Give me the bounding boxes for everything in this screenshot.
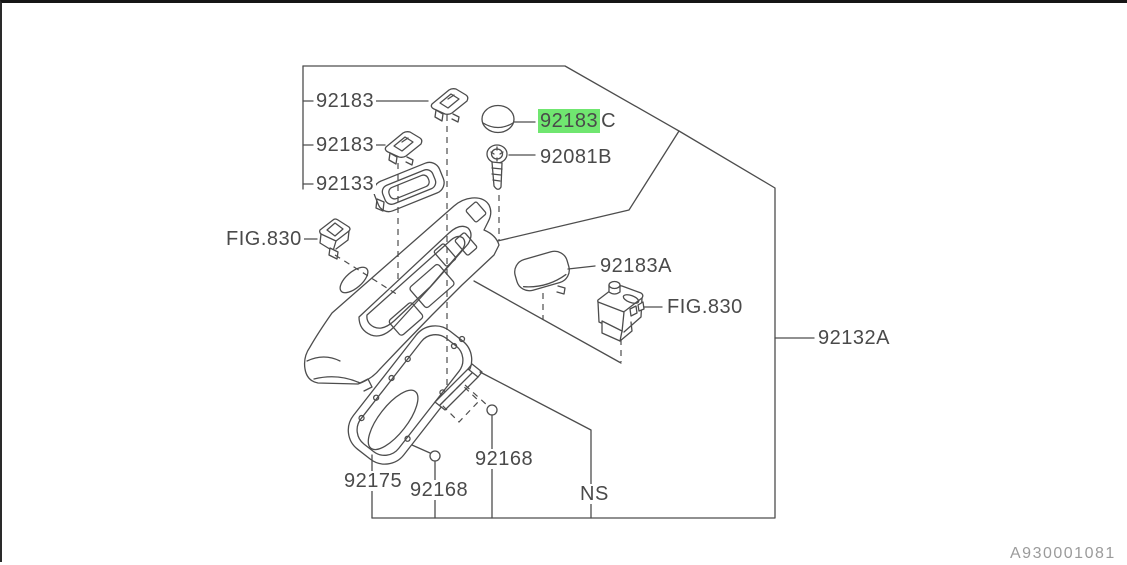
switch-left-drawing bbox=[319, 218, 351, 260]
figure-ref-830-right[interactable]: FIG.830 bbox=[665, 296, 745, 318]
switch-right-drawing bbox=[597, 280, 645, 342]
bracket-drawing bbox=[434, 363, 483, 411]
part-label-92132a[interactable]: 92132A bbox=[816, 327, 892, 349]
assembly-bracket-lines bbox=[302, 65, 815, 519]
console-panel-drawing bbox=[303, 197, 500, 392]
cap-drawing bbox=[481, 104, 515, 134]
part-number-suffix: C bbox=[601, 110, 617, 132]
clip-a-drawing bbox=[430, 88, 469, 123]
figure-ref-830-left[interactable]: FIG.830 bbox=[224, 228, 304, 250]
part-label-92168-first[interactable]: 92168 bbox=[408, 479, 471, 501]
label-ns: NS bbox=[578, 483, 611, 505]
dashed-guide-lines bbox=[334, 115, 622, 423]
part-label-92081b[interactable]: 92081B bbox=[538, 146, 614, 168]
part-label-92183a[interactable]: 92183A bbox=[598, 255, 674, 277]
clip-b-drawing bbox=[384, 131, 423, 166]
parts-diagram-canvas bbox=[298, 65, 815, 519]
part-label-92183-clip-b[interactable]: 92183 bbox=[314, 134, 377, 156]
screw-drawing bbox=[486, 144, 508, 190]
lid-drawing bbox=[514, 250, 570, 295]
part-label-92168-second[interactable]: 92168 bbox=[473, 448, 536, 470]
bezel-drawing bbox=[373, 161, 445, 213]
figure-code: A930001081 bbox=[1010, 545, 1116, 562]
highlighted-part-number: 92183 bbox=[538, 109, 601, 133]
part-label-92175[interactable]: 92175 bbox=[342, 470, 405, 492]
part-label-92183-clip-a[interactable]: 92183 bbox=[314, 90, 377, 112]
part-label-92133[interactable]: 92133 bbox=[314, 173, 377, 195]
